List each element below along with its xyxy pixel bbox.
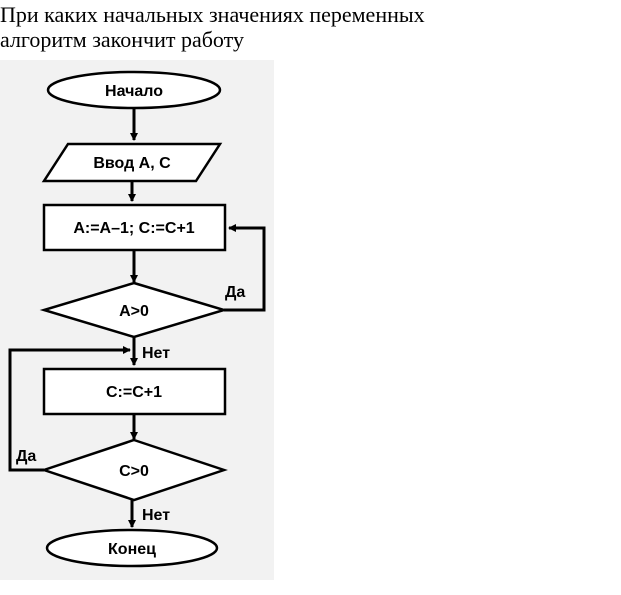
- question-text: При каких начальных значениях переменных…: [0, 2, 621, 52]
- decision2-label: C>0: [119, 463, 149, 480]
- process1-label: A:=A–1; C:=C+1: [73, 220, 194, 237]
- decision2-yes-label: Да: [16, 448, 36, 465]
- start-label: Начало: [105, 83, 163, 100]
- process2-block: [42, 367, 227, 416]
- input-label: Ввод A, C: [93, 155, 171, 172]
- edge-decision2-yes-loop: [8, 346, 131, 472]
- edge-decision1-yes-loop: [224, 224, 266, 312]
- decision1-label: A>0: [119, 303, 149, 320]
- decision2-block: [40, 438, 228, 502]
- process2-label: C:=C+1: [106, 384, 162, 401]
- input-block: [41, 142, 223, 183]
- end-terminal: [45, 528, 219, 568]
- end-label: Конец: [108, 541, 156, 558]
- decision1-yes-label: Да: [225, 284, 245, 301]
- question-line-1: При каких начальных значениях переменных: [0, 2, 425, 27]
- process1-block: [42, 203, 227, 252]
- question-line-2: алгоритм закончит работу: [0, 27, 244, 52]
- decision2-no-label: Нет: [142, 507, 170, 524]
- decision1-no-label: Нет: [142, 345, 170, 362]
